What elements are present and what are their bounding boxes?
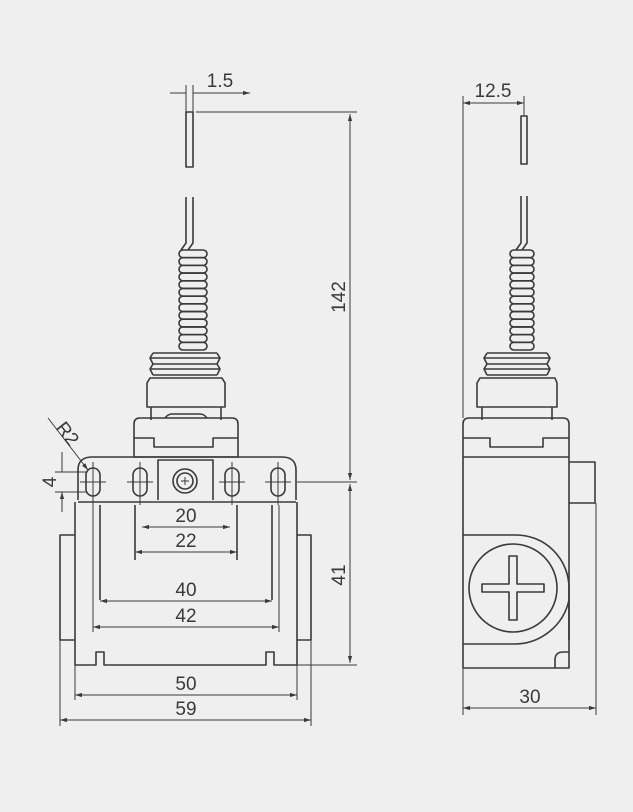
coil-turn [178,272,208,282]
coil-turn [178,318,208,328]
dim-body-height: 41 [329,564,350,585]
coil-turn [509,295,535,305]
coil-turn [178,333,208,344]
side-spring-coil [509,249,535,351]
coil-turn [509,318,535,328]
coil-turn [178,303,208,313]
mounting-holes [80,462,291,505]
mounting-plate [77,456,297,503]
dim-body-width: 50 [175,674,196,695]
center-screw-icon [172,468,198,494]
dim-inner-hole-spacing: 20 [175,506,196,527]
side-actuator-wire [515,115,528,251]
coil-turn [178,287,208,297]
dim-depth: 30 [519,687,540,708]
coil-turn [178,295,208,305]
side-dimensions: 12.5 30 [462,81,597,715]
spring-coil [178,249,208,351]
side-threaded-collar [476,352,558,420]
dim-total-height: 142 [329,281,350,313]
coil-turn [178,310,208,321]
dim-wire-diameter: 1.5 [207,71,233,92]
coil-turn [509,272,535,282]
dim-hole-radius: R2 [51,418,83,450]
coil-turn [178,256,208,267]
threaded-collar [146,352,226,420]
coil-turn [509,303,535,313]
adjust-screw-icon [468,543,558,633]
dim-outer-hole-outer: 42 [175,606,196,627]
coil-turn [509,264,535,274]
dim-overall-width: 59 [175,699,196,720]
coil-turn [509,287,535,297]
actuator-wire [180,111,194,251]
coil-turn [509,249,535,259]
dim-outer-hole-spacing: 40 [175,580,196,601]
front-view [59,111,312,666]
switch-body [59,502,312,666]
coil-turn [509,326,535,336]
coil-turn [178,341,208,351]
dim-wire-offset: 12.5 [475,81,512,102]
coil-turn [178,326,208,336]
coil-turn [509,256,535,267]
side-body [462,417,596,669]
coil-turn [509,341,535,351]
coil-turn [509,279,535,290]
coil-turn [178,249,208,259]
coil-turn [178,264,208,274]
coil-turn [509,333,535,344]
dim-inner-hole-outer: 22 [175,531,196,552]
head-block [133,413,239,458]
coil-turn [509,310,535,321]
coil-turn [178,279,208,290]
front-dimensions: 1.5 142 41 R2 4 20 22 40 42 50 59 [40,71,357,726]
dim-slot-height: 4 [40,476,61,487]
side-view [462,115,596,669]
